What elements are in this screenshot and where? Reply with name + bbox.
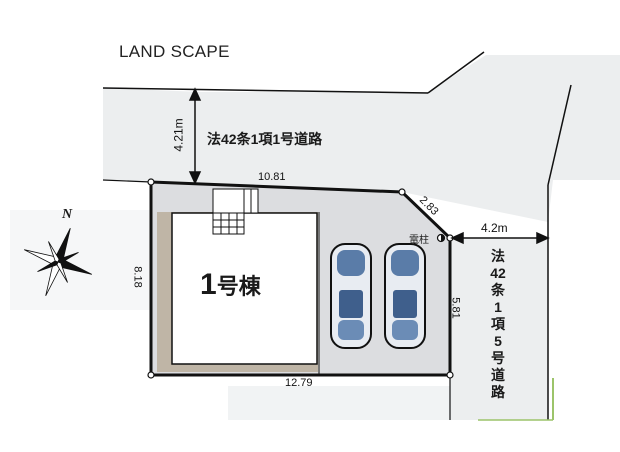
- road-top-width: 4.21m: [171, 118, 186, 152]
- road-top-label: 法42条1項1号道路: [207, 131, 323, 147]
- grid-window: [212, 212, 245, 235]
- road-right-label: 法42条1項5号道路: [490, 248, 506, 400]
- building-footprint[interactable]: [171, 212, 318, 365]
- car-2: [384, 243, 426, 349]
- lot-vertices: [147, 178, 454, 379]
- building-number: 1: [200, 268, 217, 301]
- road-right-width: 4.2m: [481, 221, 508, 235]
- road-top-boundary-diag: [427, 51, 485, 94]
- margin-area: [10, 210, 150, 310]
- utility-pole-label: 電柱: [409, 235, 429, 246]
- dim-east-edge: 5.81: [449, 297, 462, 319]
- road-left-edge: [102, 179, 152, 183]
- road-bottom-area: [228, 386, 450, 420]
- entrance-porch: [212, 188, 245, 214]
- dimension-arrow-top-road: [188, 87, 202, 185]
- brand-title: LAND SCAPE: [119, 42, 230, 61]
- dim-west-edge: 8.18: [131, 266, 144, 288]
- road-right-boundary: [547, 84, 572, 186]
- dim-north-edge: 10.81: [258, 171, 286, 183]
- dimension-arrow-right-road: [450, 231, 550, 245]
- road-top-boundary: [102, 87, 429, 94]
- building-label[interactable]: 1号棟: [200, 268, 261, 302]
- utility-pole-icon: [436, 233, 446, 243]
- building-suffix: 号棟: [216, 274, 261, 299]
- dim-south-edge: 12.79: [285, 377, 313, 389]
- compass-rose-icon: [23, 227, 93, 297]
- car-1: [330, 243, 372, 349]
- road-top-area: [103, 55, 620, 222]
- road-right-area: [450, 238, 548, 420]
- north-label: N: [62, 207, 73, 222]
